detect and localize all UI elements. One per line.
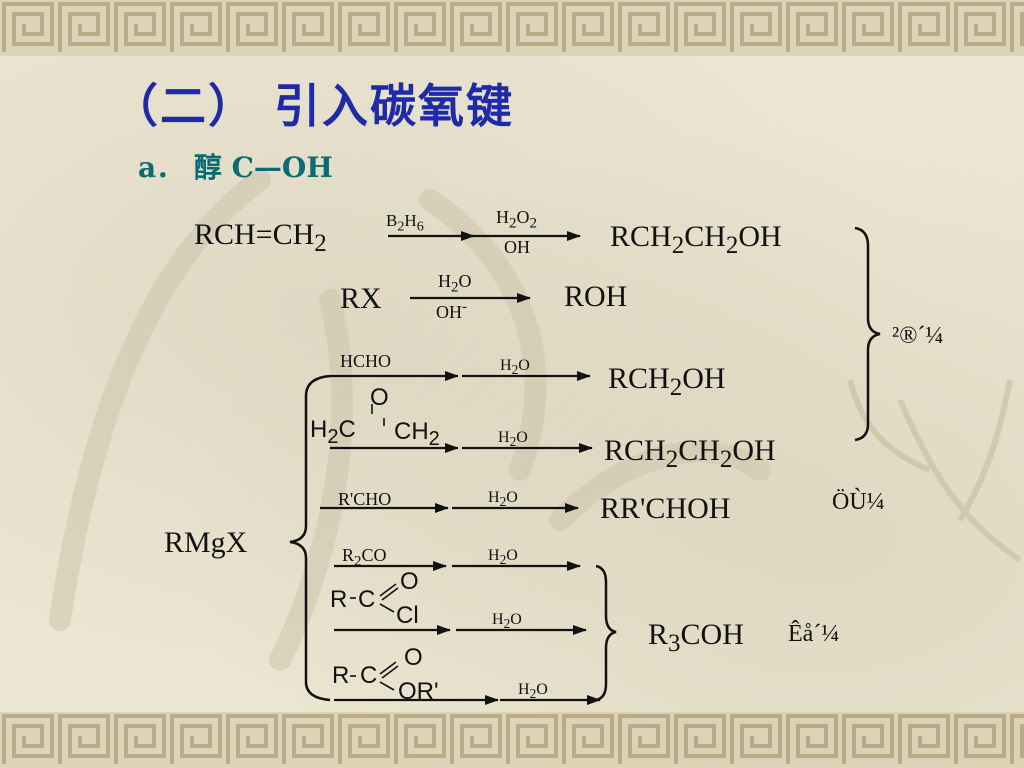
section-subtitle: a． 醇 C—OH	[138, 151, 333, 184]
reactant-alkene: RCH=CH2	[194, 218, 327, 257]
note-secondary-alcohol: ÖÙ¼	[832, 489, 885, 515]
reagent-peroxide: H2O2	[496, 207, 537, 232]
ester-carbon: C	[360, 662, 378, 689]
product-primary-alcohol-1: RCH2CH2OH	[610, 220, 782, 259]
acyl-chloride-chlorine: Cl	[396, 602, 419, 629]
reagent-hydroxide-ion: OH-	[436, 299, 467, 322]
water-label-2: H2O	[498, 429, 528, 450]
note-primary-alcohol: ²®´¼	[892, 323, 944, 349]
epoxide-right: CH2	[394, 418, 440, 450]
water-label-4: H2O	[488, 547, 518, 568]
note-tertiary-alcohol: Êå´¼	[788, 621, 840, 647]
reagent-aldehyde: R'CHO	[338, 489, 392, 509]
slide-title: （二） 引入碳氧键	[112, 79, 515, 133]
product-primary-alcohol-3: RCH2CH2OH	[604, 434, 776, 473]
ester-alkoxy: OR'	[398, 678, 439, 705]
reagent-water: H2O	[438, 271, 472, 296]
epoxide-left: H2C	[310, 416, 356, 448]
reactant-halide: RX	[340, 282, 382, 315]
reagent-formaldehyde: HCHO	[340, 351, 392, 371]
bottom-border-pattern	[0, 712, 1024, 768]
grignard-reagent: RMgX	[164, 526, 248, 559]
brace-primary	[854, 226, 881, 442]
product-secondary-alcohol: RR'CHOH	[600, 492, 731, 525]
product-primary-alcohol-2: RCH2OH	[608, 362, 726, 401]
acyl-chloride-r: R	[330, 586, 348, 613]
product-alcohol: ROH	[564, 280, 628, 313]
epoxide-oxygen: O	[370, 384, 389, 411]
reagent-ketone: R2CO	[342, 545, 387, 570]
brace-grignard	[289, 374, 331, 702]
water-label-5: H2O	[492, 611, 522, 632]
ester-oxygen: O	[404, 644, 423, 671]
reagent-hydroxide: OH	[504, 237, 530, 257]
ester-r: R	[332, 662, 350, 689]
product-tertiary-alcohol: R3COH	[648, 618, 744, 657]
reagent-diborane: B2H6	[386, 211, 424, 235]
acyl-chloride-oxygen: O	[400, 568, 419, 595]
acyl-chloride-carbon: C	[358, 586, 376, 613]
water-label-6: H2O	[518, 681, 548, 702]
brace-tertiary	[595, 564, 617, 702]
water-label-1: H2O	[500, 357, 530, 378]
top-border-pattern	[0, 0, 1024, 56]
water-label-3: H2O	[488, 489, 518, 510]
